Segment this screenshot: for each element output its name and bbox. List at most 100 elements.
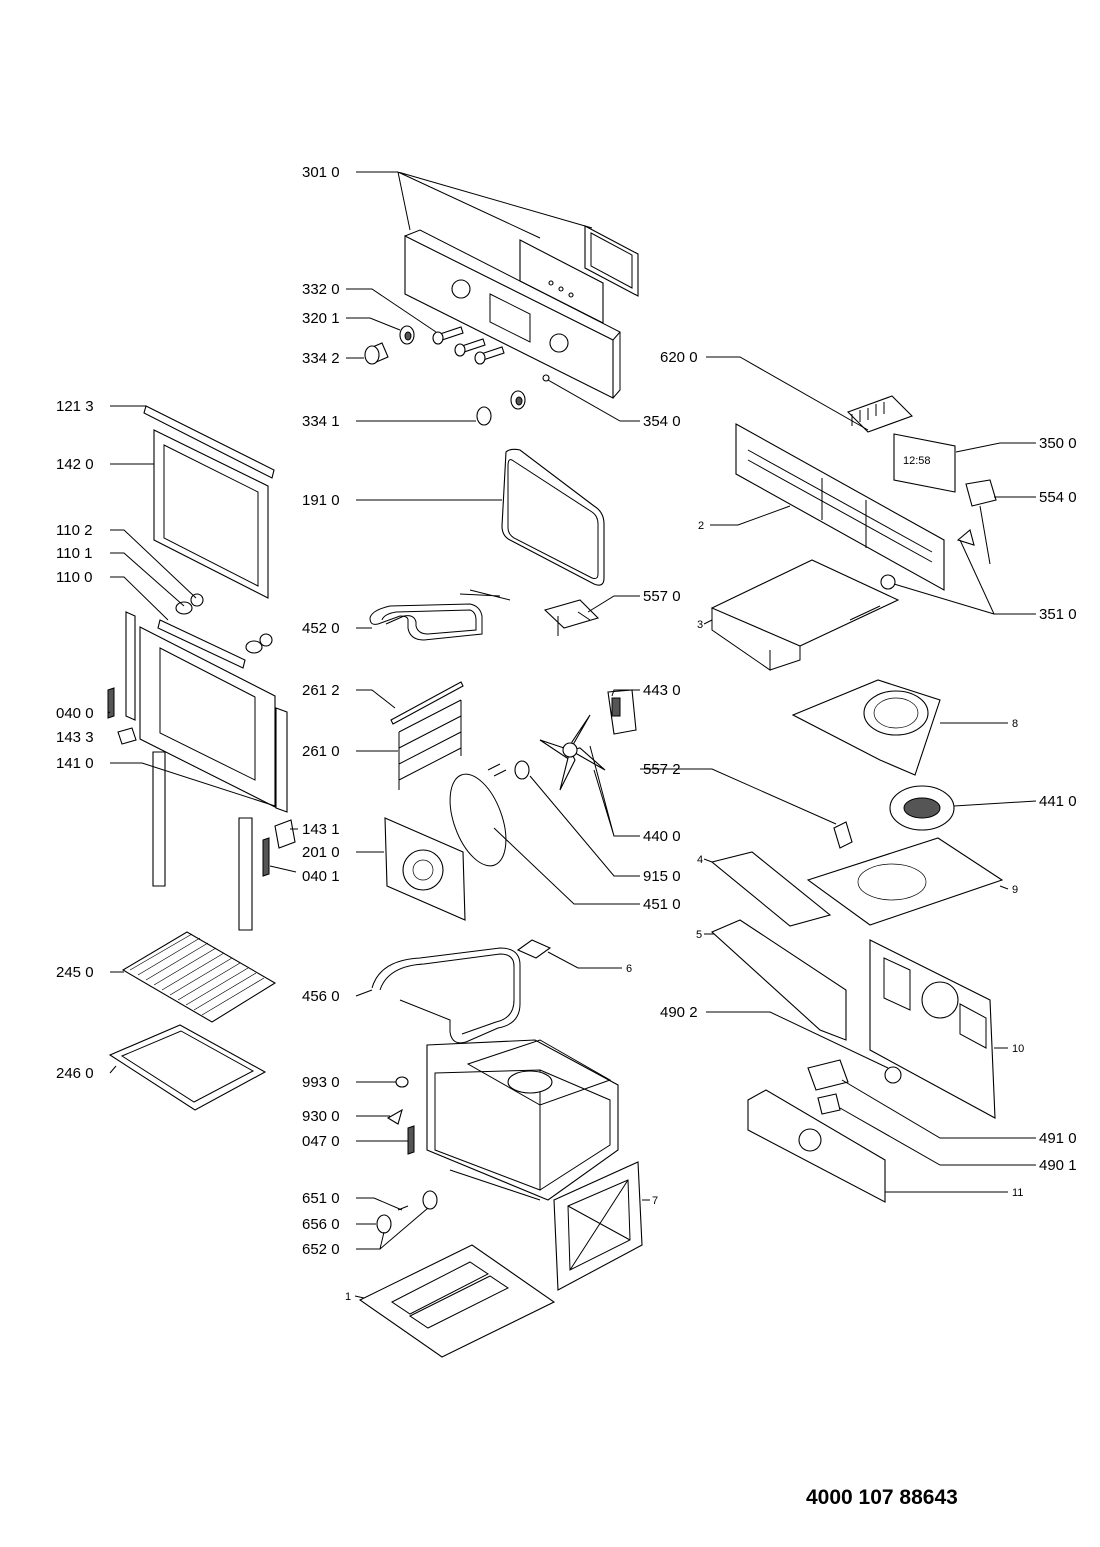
callout-350-0: 350 0 [1039,435,1077,452]
callout-2: 2 [698,520,704,532]
callout-110-2: 110 2 [56,522,92,539]
callout-554-0: 554 0 [1039,489,1077,506]
callout-245-0: 245 0 [56,964,94,981]
callout-557-0: 557 0 [643,588,681,605]
fan-blade [539,714,606,791]
callout-11: 11 [1012,1187,1023,1199]
callout-261-2: 261 2 [302,682,340,699]
callout-334-1: 334 1 [302,413,340,430]
callout-320-1: 320 1 [302,310,340,327]
leader-lines [107,171,1037,1299]
callout-301-0: 301 0 [302,164,340,181]
indicator-lamp [542,374,550,382]
bottom-plate-1 [358,1244,556,1358]
spacer-915-0 [514,760,530,780]
callout-3: 3 [697,619,703,631]
door-seal [501,448,605,586]
block-491-0 [807,1059,849,1091]
part-930-0 [386,1108,403,1125]
wire-rack [121,931,277,1023]
callout-441-0: 441 0 [1039,793,1077,810]
callout-246-0: 246 0 [56,1065,94,1082]
callout-191-0: 191 0 [302,492,340,509]
knob-334-2 [364,345,380,365]
top-cover-3 [710,559,900,647]
knob-334-1 [476,406,492,426]
knob-652-0 [422,1190,438,1210]
callout-121-3: 121 3 [56,398,94,415]
callout-930-0: 930 0 [302,1108,340,1125]
right-components: 12:58 [710,395,1004,1203]
callout-142-0: 142 0 [56,456,94,473]
door-top-trim [143,405,275,479]
callout-440-0: 440 0 [643,828,681,845]
duct-4 [710,851,832,927]
callout-620-0: 620 0 [660,349,698,366]
callout-451-0: 451 0 [643,896,681,913]
callout-351-0: 351 0 [1039,606,1077,623]
callout-332-0: 332 0 [302,281,340,298]
baking-tray [108,1024,267,1111]
callout-261-0: 261 0 [302,743,340,760]
display-frame [584,225,639,297]
door-outer-glass [153,429,269,599]
oven-cavity-group [358,1039,643,1358]
callout-10: 10 [1012,1043,1024,1055]
thermostat-557-2 [833,821,853,849]
callout-labels: 301 0 332 0 320 1 334 2 334 1 354 0 121 … [56,164,1077,1303]
callout-915-0: 915 0 [643,868,681,885]
callout-456-0: 456 0 [302,988,340,1005]
clip-143-1 [274,819,296,849]
callout-557-2: 557 2 [643,761,681,778]
callout-334-2: 334 2 [302,350,340,367]
callout-110-0: 110 0 [56,569,92,586]
rear-panel-10 [869,939,996,1119]
callout-201-0: 201 0 [302,844,340,861]
circular-element [449,773,507,867]
panel-display-window [489,293,531,343]
callout-143-1: 143 1 [302,821,340,838]
knob-656-0 [376,1214,392,1234]
callout-9: 9 [1012,884,1018,896]
callout-354-0: 354 0 [643,413,681,430]
callout-491-0: 491 0 [1039,1130,1077,1147]
part-993-0 [395,1076,409,1088]
callout-4: 4 [697,854,703,866]
callout-652-0: 652 0 [302,1241,340,1258]
callout-490-2: 490 2 [660,1004,698,1021]
document-number: 4000 107 88643 [806,1486,958,1509]
callout-5: 5 [696,929,702,941]
switch-490-1 [817,1093,841,1115]
switch-554-0 [965,479,997,507]
door-inner-panel [139,626,276,808]
callout-141-0: 141 0 [56,755,94,772]
panel-glass-insert [519,239,604,324]
display-readout: 12:58 [903,455,931,467]
knob-490-2 [884,1066,902,1084]
hinge-040-1 [262,837,270,877]
terminal-block [847,395,913,433]
panel-knob-hole-right [549,333,569,353]
bracket-6 [516,939,552,959]
control-panel-front [404,235,614,399]
callout-6: 6 [626,963,632,975]
callout-040-1: 040 1 [302,868,340,885]
thermostat-557-0 [543,599,600,629]
oven-cavity [426,1039,619,1201]
callout-993-0: 993 0 [302,1074,340,1091]
rack-tray-group [108,931,277,1111]
callout-7: 7 [652,1195,658,1207]
side-bracket-5 [710,919,847,1041]
shelf-runner-top [390,681,464,725]
callout-8: 8 [1012,718,1018,730]
lower-heating-element [371,947,521,1044]
callout-443-0: 443 0 [643,682,681,699]
callout-110-1: 110 1 [56,545,92,562]
part-047-0 [407,1125,415,1155]
control-panel-group [364,225,639,426]
panel-knob-hole-left [451,279,471,299]
callout-490-1: 490 1 [1039,1157,1077,1174]
grill-element [369,603,483,641]
